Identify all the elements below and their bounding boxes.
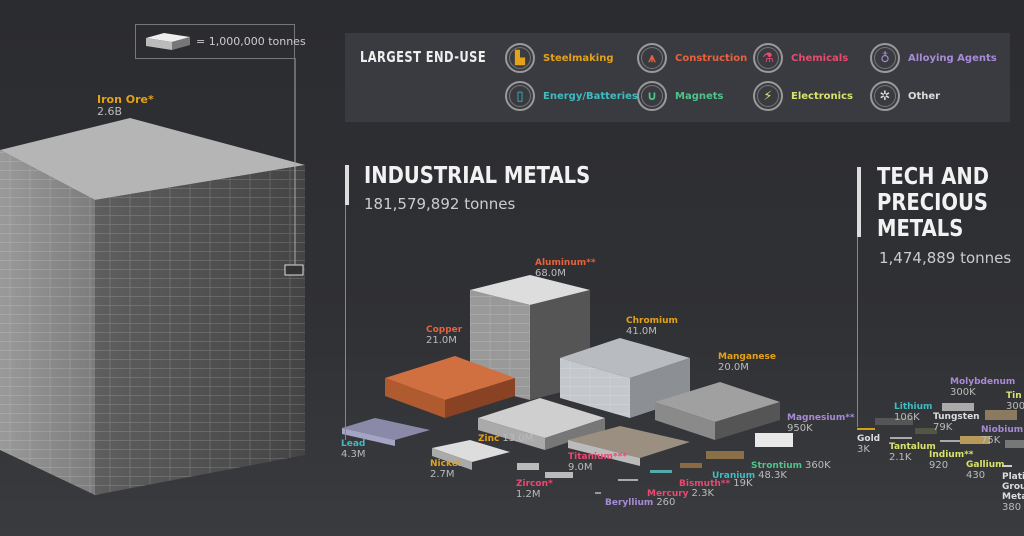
end-use-other: ✲Other [870,81,940,111]
end-use-energy-batteries: ▯Energy/Batteries [505,81,638,111]
small-blocks [517,403,1024,494]
manganese-block [655,382,780,440]
industrial-metals-title: INDUSTRIAL METALS [364,163,591,189]
flask-icon: ⚗ [753,43,783,73]
nickel-block [432,440,510,470]
industrial-section-bar [345,165,349,205]
beaker-icon: ♁ [870,43,900,73]
end-use-electronics: ⚡Electronics [753,81,853,111]
unit-block-icon [146,33,190,50]
crane-icon: ⩚ [637,43,667,73]
metal-label-bismuth: Bismuth**19K [679,478,753,489]
end-use-chemicals: ⚗Chemicals [753,43,848,73]
magnesium-block [755,433,793,447]
metal-label-zircon: Zircon*1.2M [516,479,553,500]
end-use-construction: ⩚Construction [637,43,747,73]
metal-label-aluminum: Aluminum**68.0M [535,258,596,279]
tech-section-bar [857,167,861,237]
end-use-alloying-agents: ♁Alloying Agents [870,43,997,73]
metal-label-titanium: Titanium***9.0M [568,452,627,473]
steel-mill-icon: ▙ [505,43,535,73]
satellite-icon: ✲ [870,81,900,111]
end-use-steelmaking: ▙Steelmaking [505,43,614,73]
scale-legend-text: = 1,000,000 tonnes [196,35,306,48]
end-use-legend-panel [345,33,1010,122]
metal-label-iron-ore: Iron Ore*2.6B [97,93,154,118]
metal-label-magnesium: Magnesium**950K [787,413,855,434]
plug-icon: ⚡ [753,81,783,111]
metal-label-platinum-group: Platinum Group Metals380 [1002,472,1024,513]
lead-block [342,418,430,446]
zinc-block [478,398,605,450]
scale-legend [135,24,295,59]
metal-label-indium: Indium**920 [929,450,974,471]
titanium-block [568,426,690,466]
metal-label-tin: Tin300K [1006,391,1024,412]
end-use-title: LARGEST END-USE [360,48,487,66]
iron-ore-cube [0,118,305,495]
industrial-metals-total: 181,579,892 tonnes [364,195,516,213]
battery-icon: ▯ [505,81,535,111]
industrial-section-line [345,205,346,440]
copper-block [385,356,515,418]
tech-section-line [857,237,858,427]
magnet-icon: ∪ [637,81,667,111]
tech-metals-total: 1,474,889 tonnes [879,249,1012,267]
end-use-magnets: ∪Magnets [637,81,724,111]
